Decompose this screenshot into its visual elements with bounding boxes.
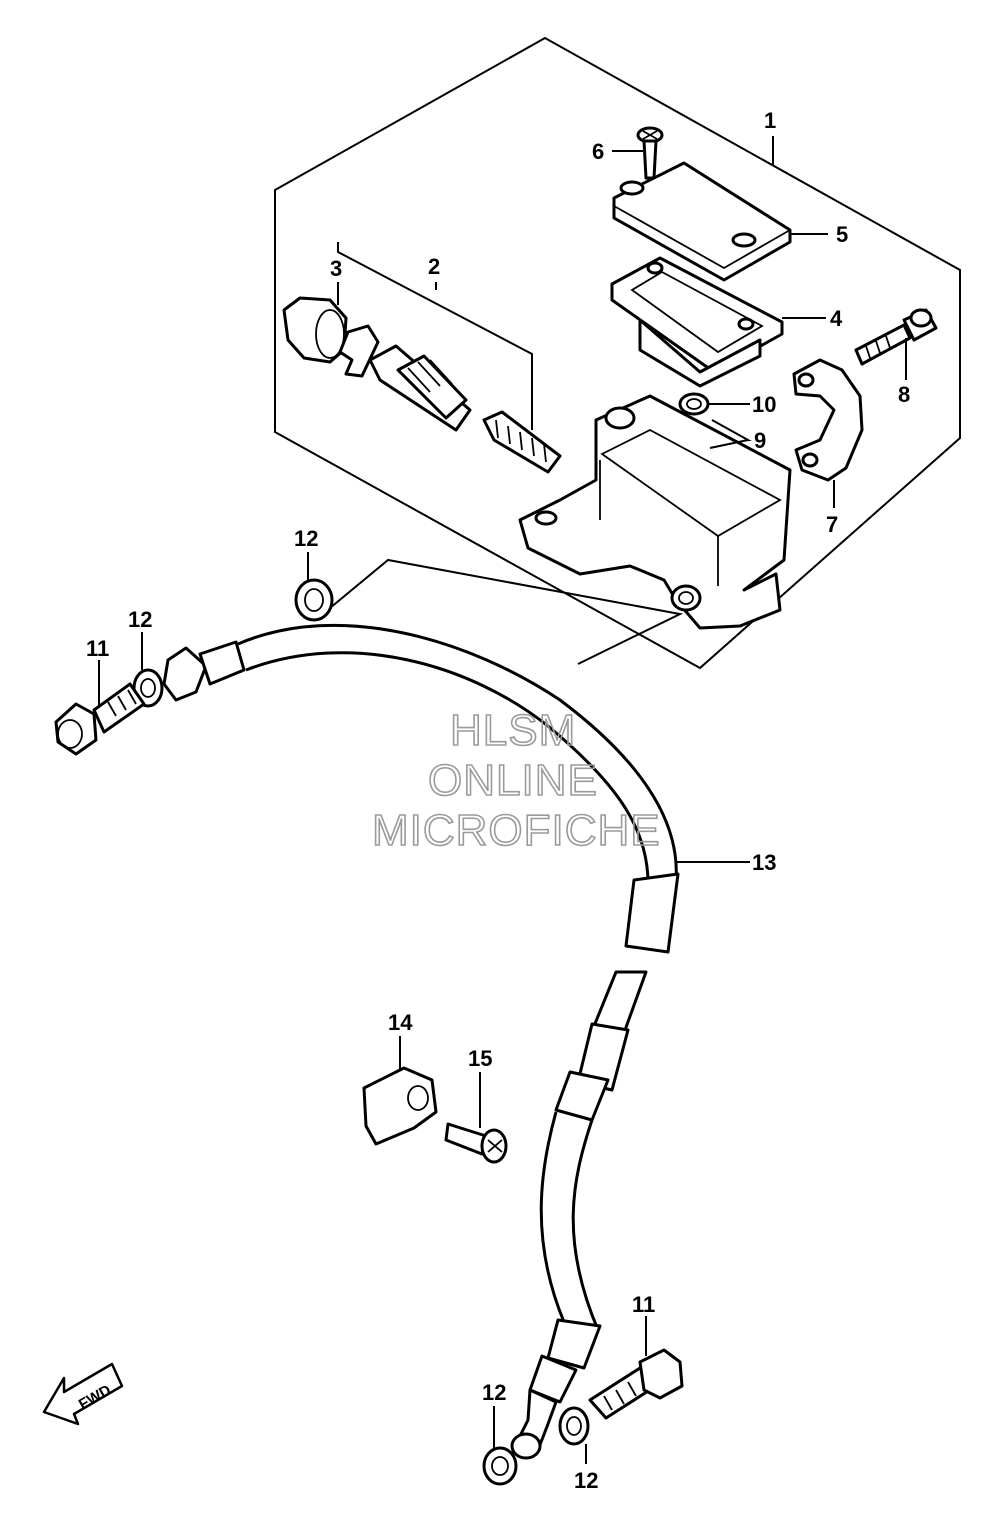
watermark-line-3: MICROFICHE: [372, 806, 661, 855]
callout-11-bottom: 11: [632, 1292, 655, 1317]
leader-lines: [98, 136, 907, 1464]
master-cylinder-body: [518, 394, 792, 630]
callout-12-left: 12: [128, 607, 152, 632]
callout-13: 13: [752, 850, 776, 875]
bolt-part-8: [854, 308, 938, 366]
fwd-arrow-icon: FWD: [42, 1362, 124, 1426]
hose-clamp-part-14: [362, 1066, 438, 1146]
reservoir-cap-part-5: [612, 161, 792, 282]
callout-15: 15: [468, 1046, 492, 1071]
fitting-bracket: [329, 558, 684, 665]
callout-5: 5: [836, 222, 848, 247]
callout-12-top: 12: [294, 526, 318, 551]
subassembly-2-bracket: [337, 242, 533, 430]
callout-4: 4: [830, 306, 843, 331]
callout-8: 8: [898, 382, 910, 407]
assembly-outline: [274, 36, 961, 670]
callout-14: 14: [388, 1010, 413, 1035]
diaphragm-part-4: [610, 256, 784, 388]
screw-part-6: [636, 126, 664, 180]
callout-12-bottom-left: 12: [482, 1380, 506, 1405]
piston-set-part-2: [338, 324, 562, 474]
callout-10: 10: [752, 392, 776, 417]
callout-9: 9: [754, 428, 766, 453]
callout-6: 6: [592, 139, 604, 164]
washer-part-12-bottom-right: [558, 1406, 590, 1446]
banjo-bolt-part-11-top: [54, 682, 146, 756]
callout-7: 7: [826, 512, 838, 537]
callout-12-bottom-right: 12: [574, 1468, 598, 1493]
callout-3: 3: [330, 256, 342, 281]
washer-part-12-top: [294, 578, 334, 622]
watermark-line-2: ONLINE: [428, 756, 598, 805]
callout-1: 1: [764, 108, 776, 133]
callout-11-top: 11: [86, 636, 109, 661]
callout-2: 2: [428, 254, 440, 279]
boot-part-3: [282, 296, 348, 364]
banjo-bolt-part-11-bottom: [588, 1348, 684, 1420]
plug-part-10: [678, 392, 710, 416]
watermark-line-1: HLSM: [450, 706, 576, 755]
washer-part-12-bottom-left: [482, 1446, 518, 1486]
brake-hose-part-13: [162, 623, 680, 1460]
clamp-part-7: [792, 358, 864, 482]
screw-part-15: [444, 1122, 508, 1164]
